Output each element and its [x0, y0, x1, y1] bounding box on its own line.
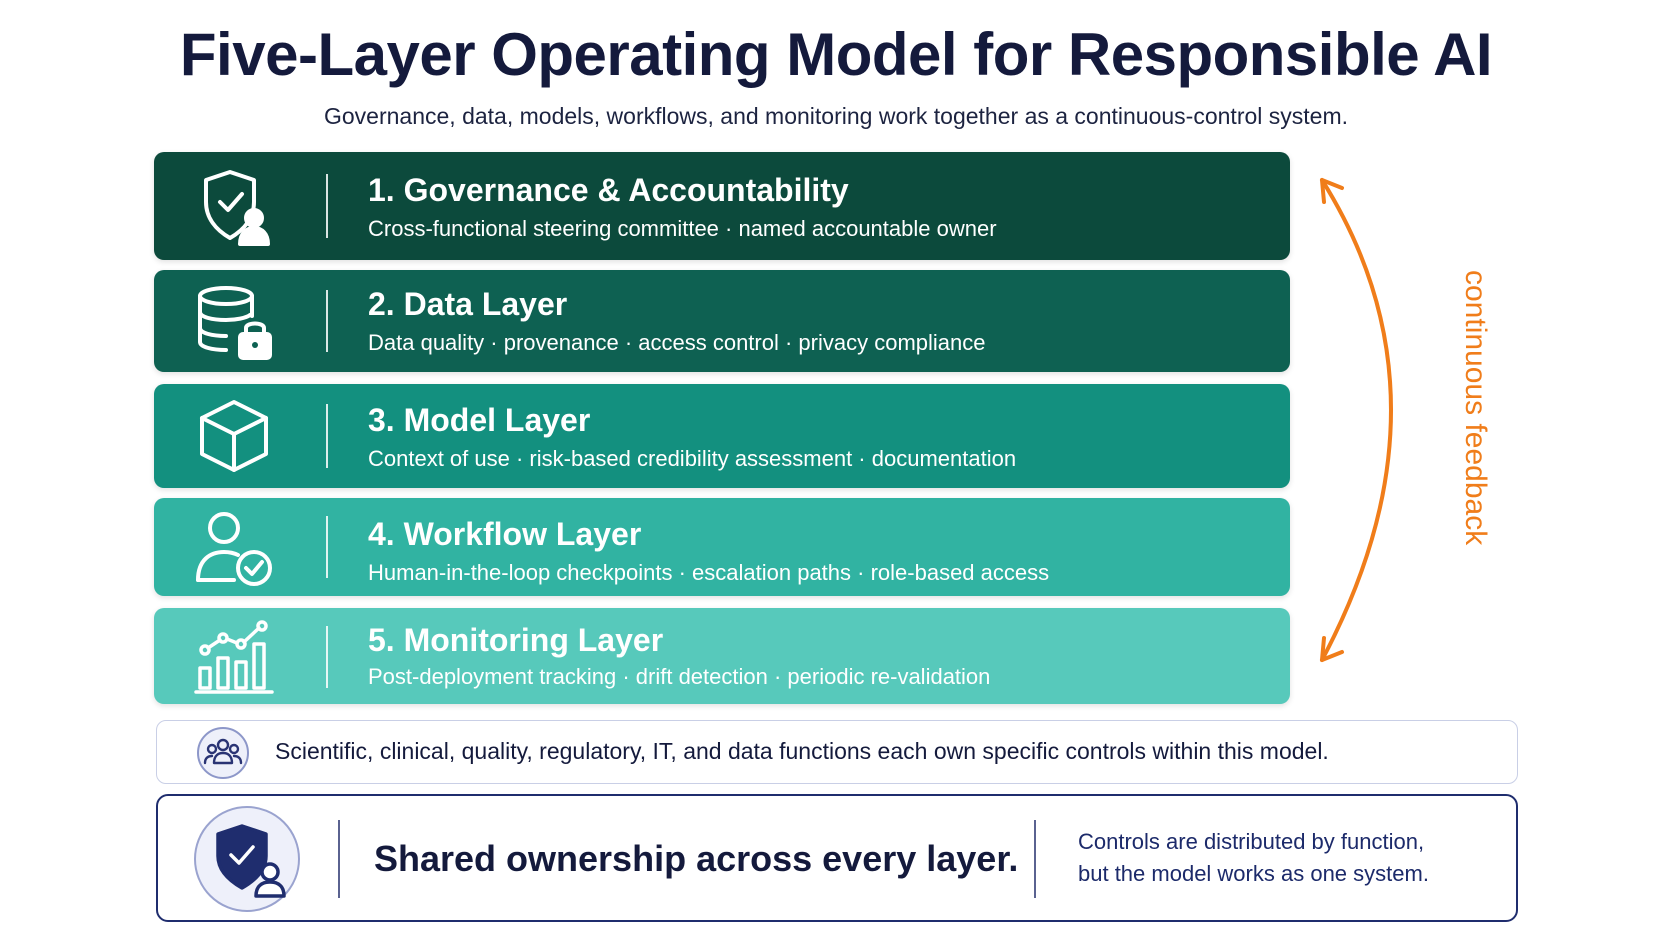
shared-note-line1: Controls are distributed by function, — [1078, 829, 1425, 854]
layer-divider — [326, 516, 328, 578]
shared-ownership-note: Controls are distributed by function, bu… — [1078, 826, 1429, 890]
layer-title: 4. Workflow Layer — [368, 516, 642, 552]
layer-divider — [326, 404, 328, 468]
layer-title: 3. Model Layer — [368, 402, 591, 438]
layer-divider — [326, 174, 328, 238]
layer-description: Context of use · risk-based credibility … — [368, 446, 1017, 471]
layer-model: 3. Model Layer Context of use · risk-bas… — [154, 384, 1290, 488]
layer-description: Post-deployment tracking · drift detecti… — [368, 664, 991, 689]
shared-ownership-title: Shared ownership across every layer. — [374, 838, 1019, 879]
shared-divider — [338, 820, 340, 898]
database-lock-icon — [194, 282, 274, 362]
shared-note-line2: but the model works as one system. — [1078, 861, 1429, 886]
feedback-label: continuous feedback — [1459, 270, 1492, 546]
layer-description: Cross-functional steering committee · na… — [368, 216, 997, 241]
bar-chart-trend-icon — [194, 616, 274, 696]
page-subtitle: Governance, data, models, workflows, and… — [324, 103, 1348, 129]
functions-note-text: Scientific, clinical, quality, regulator… — [275, 738, 1329, 764]
user-check-icon — [194, 508, 274, 588]
layer-title: 2. Data Layer — [368, 286, 568, 322]
shared-ownership-box: Shared ownership across every layer. Con… — [156, 794, 1518, 922]
feedback-arrow — [1320, 178, 1393, 662]
layer-description: Data quality · provenance · access contr… — [368, 330, 986, 355]
shield-person-icon — [194, 166, 274, 246]
cube-icon — [194, 396, 274, 476]
shield-person-icon — [194, 806, 300, 912]
layer-governance: 1. Governance & Accountability Cross-fun… — [154, 152, 1290, 260]
layer-description: Human-in-the-loop checkpoints · escalati… — [368, 560, 1050, 585]
page-title: Five-Layer Operating Model for Responsib… — [179, 21, 1493, 88]
layer-monitoring: 5. Monitoring Layer Post-deployment trac… — [154, 608, 1290, 704]
functions-note: Scientific, clinical, quality, regulator… — [156, 720, 1518, 784]
layer-data: 2. Data Layer Data quality · provenance … — [154, 270, 1290, 372]
layer-title: 5. Monitoring Layer — [368, 622, 664, 658]
layer-divider — [326, 290, 328, 352]
team-icon — [197, 727, 249, 779]
shared-divider — [1034, 820, 1036, 898]
layer-title: 1. Governance & Accountability — [368, 172, 849, 208]
layer-divider — [326, 626, 328, 688]
layer-workflow: 4. Workflow Layer Human-in-the-loop chec… — [154, 498, 1290, 596]
